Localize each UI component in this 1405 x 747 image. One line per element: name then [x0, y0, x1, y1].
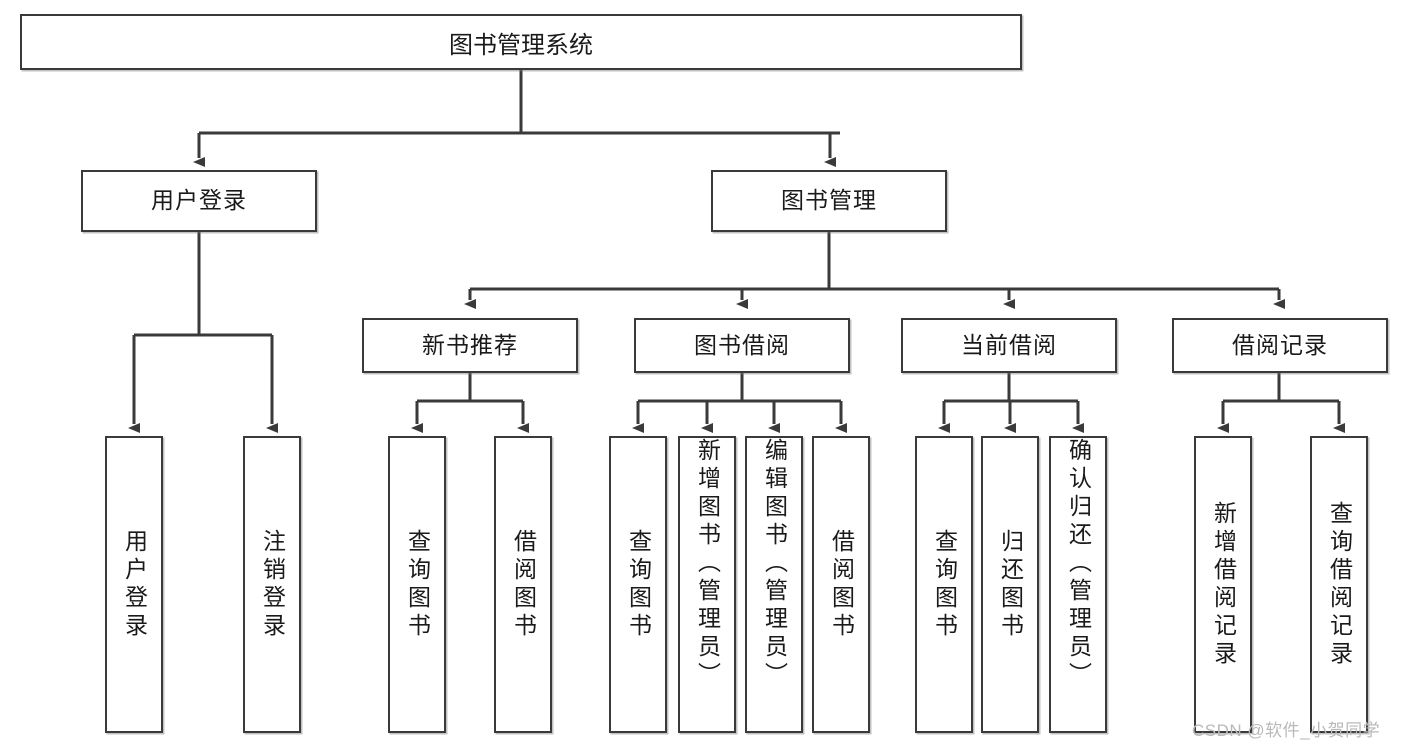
node-new-book-recommend[interactable]: 新书推荐	[362, 318, 578, 373]
node-label: 查询图书	[404, 528, 431, 641]
leaf-add-borrow-record[interactable]: 新增借阅记录	[1194, 436, 1252, 733]
node-label: 借阅图书	[828, 528, 855, 641]
node-label: 归还图书	[997, 528, 1024, 641]
leaf-logout[interactable]: 注销登录	[243, 436, 301, 733]
leaf-borrow-book-recommend[interactable]: 借阅图书	[494, 436, 552, 733]
node-label: 用户登录	[121, 528, 148, 641]
node-root-book-management-system[interactable]: 图书管理系统	[20, 14, 1022, 70]
node-borrow-record[interactable]: 借阅记录	[1172, 318, 1388, 373]
node-user-login[interactable]: 用户登录	[81, 170, 317, 232]
node-label: 图书管理系统	[449, 31, 593, 59]
leaf-query-borrow-record[interactable]: 查询借阅记录	[1310, 436, 1368, 733]
watermark-csdn: CSDN @软件_小贺同学	[1192, 721, 1381, 740]
node-label: 借阅图书	[510, 528, 537, 641]
leaf-borrow-book-borrow[interactable]: 借阅图书	[812, 436, 870, 733]
leaf-user-login[interactable]: 用户登录	[105, 436, 163, 733]
node-book-management[interactable]: 图书管理	[711, 170, 947, 232]
node-label: 当前借阅	[961, 331, 1057, 358]
node-label: 查询借阅记录	[1326, 500, 1353, 669]
node-label: 借阅记录	[1232, 331, 1328, 358]
leaf-query-book-borrow[interactable]: 查询图书	[609, 436, 667, 733]
node-label: 新书推荐	[422, 331, 518, 358]
leaf-confirm-return[interactable]: 确认归还（管理员）	[1049, 436, 1107, 733]
node-book-borrow[interactable]: 图书借阅	[634, 318, 850, 373]
leaf-query-book-recommend[interactable]: 查询图书	[388, 436, 446, 733]
node-label: 新增图书（管理员）	[694, 438, 721, 690]
node-label: 查询图书	[625, 528, 652, 641]
node-current-borrow[interactable]: 当前借阅	[901, 318, 1117, 373]
node-label: 图书借阅	[694, 331, 790, 358]
node-label: 注销登录	[259, 528, 286, 641]
node-label: 确认归还（管理员）	[1065, 438, 1092, 690]
node-label: 图书管理	[781, 187, 877, 214]
node-label: 查询图书	[931, 528, 958, 641]
leaf-edit-book[interactable]: 编辑图书（管理员）	[745, 436, 803, 733]
node-label: 用户登录	[151, 187, 247, 214]
leaf-return-book[interactable]: 归还图书	[981, 436, 1039, 733]
leaf-query-book-current[interactable]: 查询图书	[915, 436, 973, 733]
node-label: 新增借阅记录	[1210, 500, 1237, 669]
node-label: 编辑图书（管理员）	[761, 438, 788, 690]
leaf-add-book[interactable]: 新增图书（管理员）	[678, 436, 736, 733]
